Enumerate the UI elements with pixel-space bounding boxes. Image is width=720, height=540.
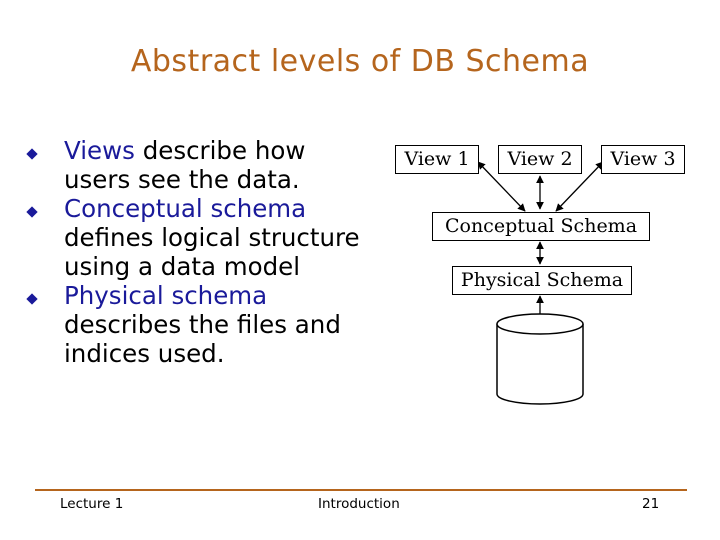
bullet-lead: Conceptual schema <box>64 194 307 223</box>
bullet-text: Physical schema describes the files and … <box>64 281 373 368</box>
footer-left-text: Lecture 1 <box>60 496 124 512</box>
arrow-view1-conceptual <box>477 161 526 212</box>
footer-divider <box>35 489 687 491</box>
slide-title: Abstract levels of DB Schema <box>130 44 590 79</box>
view-2-box: View 2 <box>498 145 582 174</box>
arrow-view3-conceptual <box>555 161 604 212</box>
physical-schema-box: Physical Schema <box>452 266 632 295</box>
view-1-box: View 1 <box>395 145 479 174</box>
conceptual-schema-box: Conceptual Schema <box>432 212 650 241</box>
bullet-rest: describe how users see the data. <box>64 136 306 194</box>
bullet-rest: defines logical structure using a data m… <box>64 223 360 281</box>
bullet-rest: describes the files and indices used. <box>64 310 341 368</box>
page-number: 21 <box>642 496 660 512</box>
bullet-text: Views describe how users see the data. <box>64 136 373 194</box>
bullet-lead: Views <box>64 136 135 165</box>
footer-center-text: Introduction <box>318 496 400 512</box>
bullet-item-physical: Physical schema describes the files and … <box>26 281 373 368</box>
bullet-item-conceptual: Conceptual schema defines logical struct… <box>26 194 373 281</box>
database-cylinder-icon <box>496 313 584 405</box>
bullet-item-views: Views describe how users see the data. <box>26 136 373 194</box>
bullet-lead: Physical schema <box>64 281 268 310</box>
bullet-list: Views describe how users see the data. C… <box>26 136 373 368</box>
view-3-box: View 3 <box>601 145 685 174</box>
bullet-text: Conceptual schema defines logical struct… <box>64 194 373 281</box>
